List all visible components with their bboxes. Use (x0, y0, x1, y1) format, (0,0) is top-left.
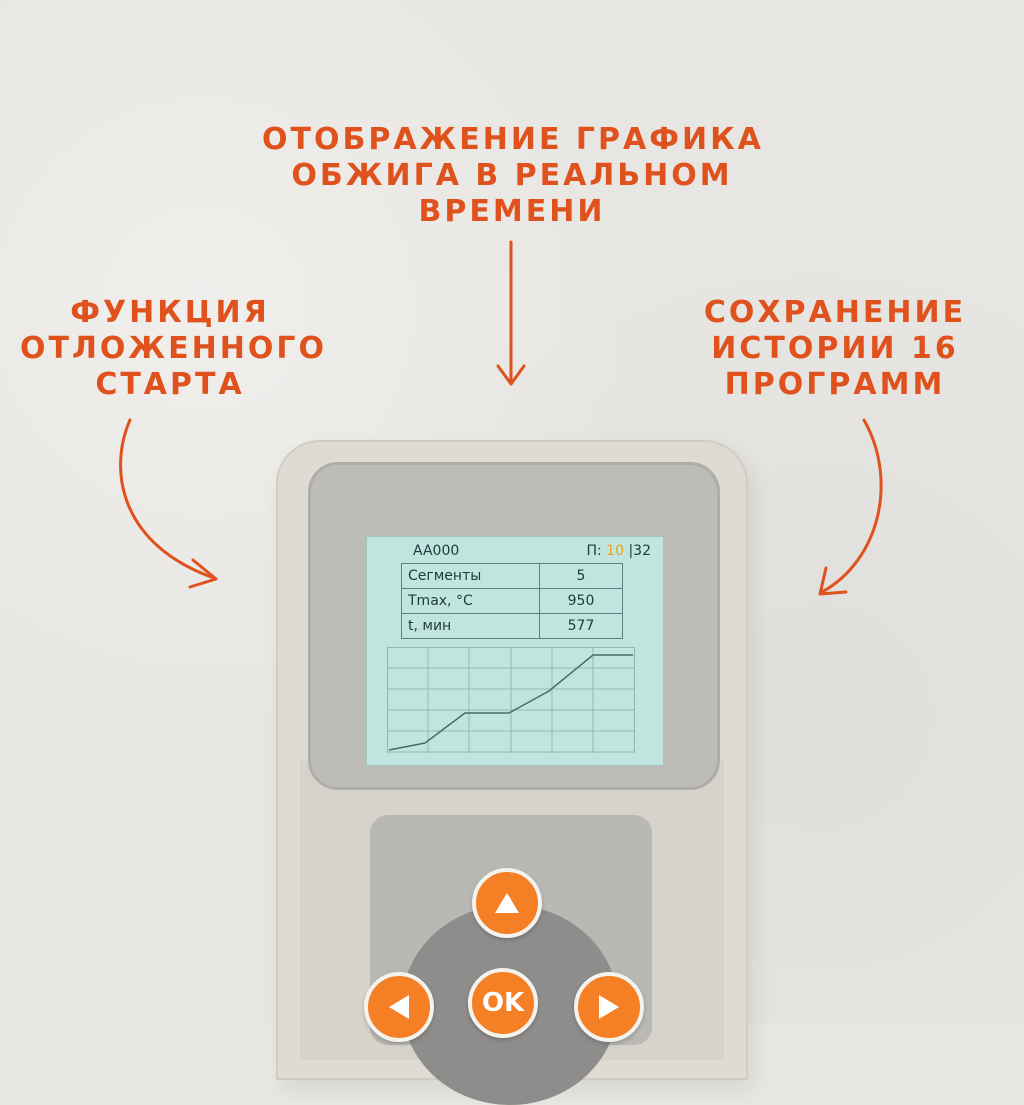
counter-current: 10 (606, 543, 624, 559)
table-row: t, мин 577 (401, 613, 623, 639)
caption-line: СОХРАНЕНИЕ (703, 295, 967, 330)
ok-label: OK (481, 988, 525, 1018)
caption-history: СОХРАНЕНИЕ ИСТОРИИ 16 ПРОГРАММ (700, 295, 970, 403)
counter-separator: | (628, 543, 634, 559)
caption-line: СТАРТА (95, 367, 245, 402)
row-label: Tmax, °C (401, 588, 540, 614)
up-button[interactable] (472, 868, 542, 938)
caption-line: ИСТОРИИ 16 (711, 331, 959, 366)
table-row: Сегменты 5 (401, 563, 623, 589)
arrow-left-icon (389, 995, 409, 1019)
caption-line: ПРОГРАММ (724, 367, 946, 402)
arrows (119, 240, 883, 596)
arrow-up-icon (495, 893, 519, 913)
caption-realtime-graph: ОТОБРАЖЕНИЕ ГРАФИКА ОБЖИГА В РЕАЛЬНОМ ВР… (262, 122, 762, 230)
program-summary-table: Сегменты 5 Tmax, °C 950 t, мин 577 (401, 563, 623, 639)
curved-arrow-right-icon (818, 418, 883, 596)
counter-total: 32 (633, 543, 651, 559)
row-label: Сегменты (401, 563, 540, 589)
arrow-right-icon (599, 995, 619, 1019)
row-value: 950 (539, 588, 623, 614)
lcd-screen: AA000 П: 10 |32 Сегменты 5 Tmax, °C 950 … (366, 536, 664, 766)
row-value: 5 (539, 563, 623, 589)
ok-button[interactable]: OK (468, 968, 538, 1038)
caption-line: ОТЛОЖЕННОГО (20, 331, 327, 366)
row-value: 577 (539, 613, 623, 639)
firing-curve (388, 654, 633, 751)
table-row: Tmax, °C 950 (401, 588, 623, 614)
caption-line: ОБЖИГА В РЕАЛЬНОМ (291, 158, 733, 193)
caption-line: ОТОБРАЖЕНИЕ ГРАФИКА (262, 122, 764, 157)
caption-delayed-start: ФУНКЦИЯ ОТЛОЖЕННОГО СТАРТА (20, 295, 327, 403)
caption-line: ВРЕМЕНИ (418, 194, 606, 229)
counter-label: П: (586, 543, 602, 559)
left-button[interactable] (364, 972, 434, 1042)
program-name: AA000 (413, 543, 460, 559)
curved-arrow-left-icon (119, 418, 218, 589)
caption-line: ФУНКЦИЯ (70, 295, 270, 330)
lcd-header: AA000 П: 10 |32 (367, 537, 663, 567)
graph-grid (387, 647, 635, 753)
row-label: t, мин (401, 613, 540, 639)
arrow-down-icon (496, 240, 526, 386)
program-counter: П: 10 |32 (586, 543, 651, 559)
firing-graph (387, 647, 635, 753)
right-button[interactable] (574, 972, 644, 1042)
